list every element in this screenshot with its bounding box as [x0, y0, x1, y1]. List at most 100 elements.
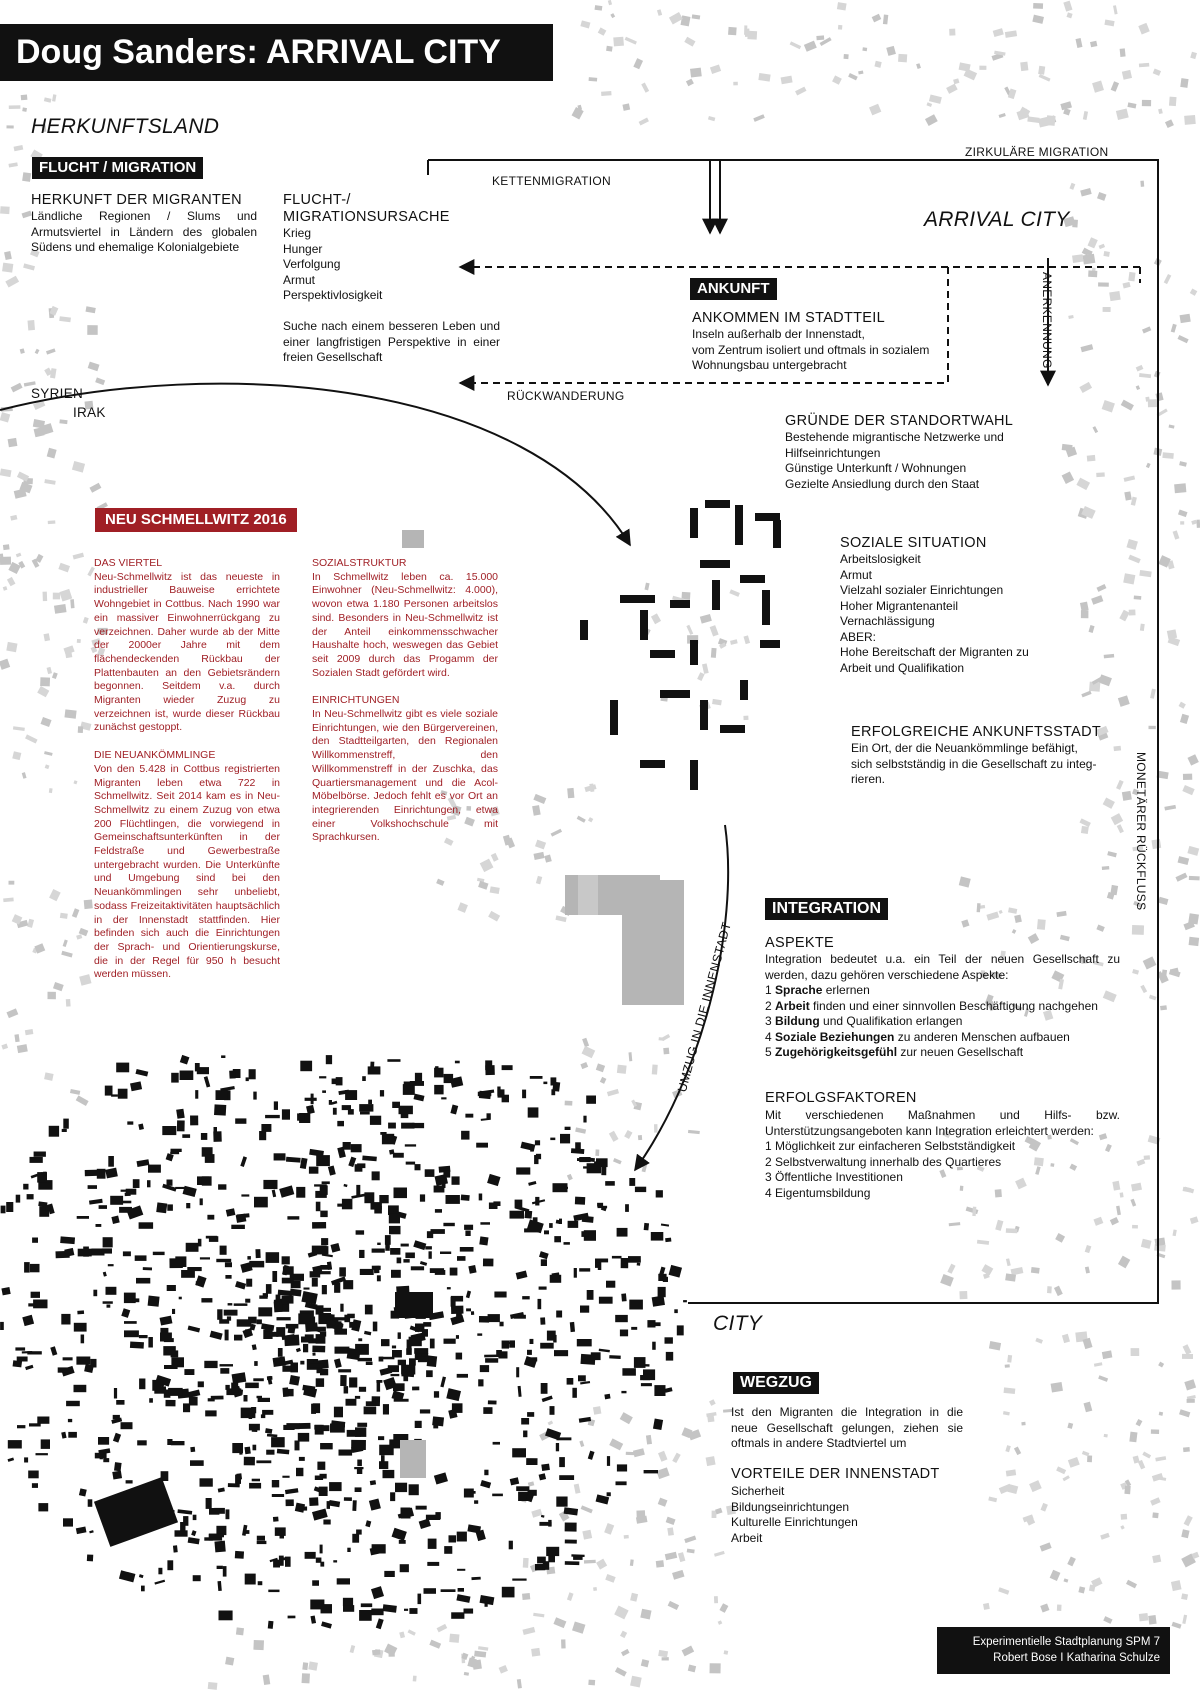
building: [0, 556, 12, 565]
list-num: 3: [765, 1014, 772, 1028]
building: [1040, 1502, 1048, 1512]
building: [595, 1149, 600, 1156]
building: [385, 1240, 390, 1251]
building: [577, 104, 583, 111]
building: [339, 1267, 346, 1277]
building: [276, 1327, 286, 1337]
building: [629, 1178, 636, 1186]
building: [29, 1156, 43, 1163]
building: [616, 1064, 627, 1074]
building: [32, 1237, 38, 1243]
building: [456, 1594, 471, 1603]
building: [345, 1090, 358, 1100]
building: [886, 45, 896, 56]
building: [338, 1449, 353, 1456]
building: [203, 1076, 211, 1088]
list-item: Armut: [840, 567, 873, 582]
list-item: Günstige Unterkunft / Wohnungen: [785, 461, 967, 475]
building: [572, 1621, 586, 1634]
building: [102, 1301, 113, 1304]
building: [588, 77, 598, 82]
building: [12, 751, 22, 761]
building: [434, 1209, 442, 1213]
building: [322, 1307, 331, 1312]
building: [247, 1256, 251, 1260]
building: [1080, 610, 1089, 619]
building: [289, 1288, 302, 1297]
building: [1013, 1446, 1022, 1456]
building: [281, 1256, 290, 1265]
list-item: Arbeit: [731, 1530, 763, 1545]
building: [712, 698, 722, 706]
building: [370, 1586, 384, 1600]
text-line: Ein Ort, der die Neuankömmlinge befähigt…: [851, 741, 1078, 755]
building: [201, 1298, 213, 1303]
building: [540, 1317, 546, 1325]
building: [289, 1273, 304, 1281]
building: [6, 1202, 14, 1212]
building: [350, 1144, 362, 1153]
building: [976, 903, 981, 913]
building: [45, 348, 56, 355]
building: [104, 1085, 113, 1096]
building: [349, 1321, 357, 1328]
building: [1140, 180, 1145, 187]
building: [1016, 108, 1030, 121]
building: [16, 1044, 28, 1054]
list-num: 2: [765, 998, 772, 1013]
building: [1068, 314, 1074, 319]
building: [110, 1195, 124, 1205]
building: [1004, 1364, 1010, 1368]
building: [136, 1159, 150, 1167]
building: [1079, 381, 1093, 393]
building: [549, 1406, 555, 1415]
building: [1005, 1445, 1011, 1453]
building: [315, 1334, 326, 1344]
building: [320, 1443, 333, 1450]
building: [111, 1094, 118, 1097]
building: [1005, 1273, 1017, 1282]
building: [780, 75, 793, 85]
building: [105, 1167, 118, 1179]
label-monetaerer-rueckfluss: MONETÄRER RÜCKFLUSS: [1134, 752, 1148, 911]
building: [343, 1497, 352, 1501]
building: [709, 64, 722, 74]
building: [73, 1384, 87, 1393]
building: [205, 1410, 217, 1417]
building: [13, 488, 27, 499]
building: [354, 1164, 363, 1172]
building: [1063, 108, 1071, 116]
building: [301, 1336, 313, 1343]
building: [285, 1156, 301, 1163]
building: [629, 1559, 634, 1566]
building: [636, 1510, 646, 1519]
building: [988, 1341, 1002, 1351]
building: [523, 1355, 538, 1368]
building: [1150, 688, 1156, 699]
building: [116, 1400, 125, 1405]
building: [713, 1596, 719, 1604]
building: [166, 1179, 173, 1186]
building: [22, 1314, 35, 1327]
building: [254, 1361, 258, 1366]
building: [224, 1262, 232, 1268]
building: [684, 1535, 697, 1544]
building: [1160, 1005, 1167, 1011]
building: [579, 1440, 585, 1448]
building: [1098, 1375, 1109, 1382]
building: [486, 1113, 491, 1120]
building: [586, 1095, 596, 1104]
building: [89, 1530, 94, 1534]
building: [1109, 1216, 1119, 1226]
building: [135, 1068, 149, 1077]
list-soziale-situation: Arbeitslosigkeit Armut Vielzahl sozialer…: [840, 552, 1029, 676]
building: [1186, 1394, 1196, 1400]
building: [1170, 1580, 1182, 1592]
building: [303, 1287, 310, 1290]
building: [1155, 1456, 1167, 1462]
building: [241, 1194, 250, 1197]
building: [961, 919, 970, 928]
building: [316, 1155, 330, 1167]
building: [349, 1377, 358, 1388]
building: [531, 1647, 541, 1657]
